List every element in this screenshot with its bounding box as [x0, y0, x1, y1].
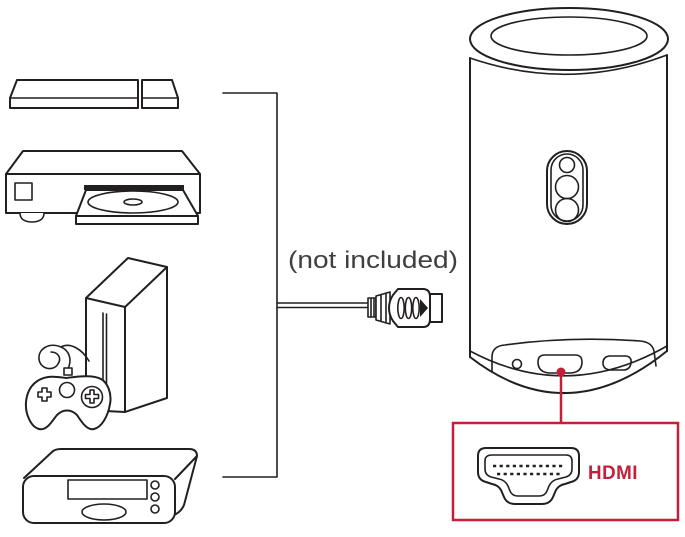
projector-button-low [554, 197, 580, 223]
not-included-label: (not included) [288, 247, 458, 274]
projector-top-rim [469, 7, 669, 71]
plug-ridge-2 [404, 296, 413, 320]
projector-button-small [558, 156, 576, 174]
hdmi-socket-icon-inner [484, 454, 573, 497]
streaming-stick-icon [9, 79, 179, 109]
hdmi-port [537, 354, 583, 374]
controller-right-pad-cross [84, 389, 100, 404]
plug-strain-relief [367, 297, 377, 318]
plug-collar [375, 291, 391, 325]
dvd-top-face [5, 150, 201, 175]
projector-bottom-seam [469, 345, 668, 377]
controller-cable-plug [63, 367, 73, 376]
console-tower-edges [85, 266, 168, 413]
set-top-box-icon [22, 448, 198, 524]
hdmi-label: HDMI [588, 463, 638, 484]
aux-port [511, 358, 523, 370]
bracket-lines [222, 92, 278, 478]
hdmi-cable-icon [276, 288, 443, 328]
stb-display [67, 479, 148, 500]
stb-top-face [23, 448, 198, 480]
controller-cable [38, 344, 90, 370]
dvd-display-window [14, 182, 33, 201]
callout-box [451, 421, 680, 522]
projector-port-recess [491, 338, 657, 373]
plug-ridge-3 [411, 296, 420, 320]
dvd-tray-lip [75, 215, 199, 225]
plug-arrow [420, 299, 428, 317]
dvd-player-icon [5, 150, 201, 225]
controller-center-button [58, 381, 76, 399]
controller-dpad [37, 387, 52, 402]
plug-metal-tip [429, 293, 443, 323]
usb-port [602, 355, 632, 371]
projector-icon [469, 7, 669, 394]
projector-button-mid [554, 174, 580, 200]
cable-wire [276, 302, 371, 309]
stb-oval-button [81, 503, 127, 521]
projector-shoulder [469, 54, 668, 76]
projector-control-pill [546, 150, 588, 225]
projector-sides [469, 54, 668, 358]
stick-cap [141, 79, 179, 109]
projector-bottom [469, 350, 668, 394]
dvd-disc-hole [123, 198, 143, 206]
dvd-disc [87, 190, 179, 214]
game-console-icon [24, 257, 168, 431]
hdmi-callout: HDMI [451, 367, 680, 522]
stb-button-3 [150, 504, 160, 514]
hdmi-socket-icon-outer [477, 447, 580, 505]
projector-top-inner [490, 16, 648, 56]
stb-button-2 [150, 492, 160, 502]
stick-body [9, 79, 139, 109]
stb-button-1 [150, 480, 160, 490]
callout-dot [556, 367, 566, 377]
dvd-foot [19, 212, 45, 223]
plug-ridge-1 [396, 296, 405, 320]
dvd-tray-slot [84, 185, 184, 190]
connection-bracket [222, 92, 278, 478]
